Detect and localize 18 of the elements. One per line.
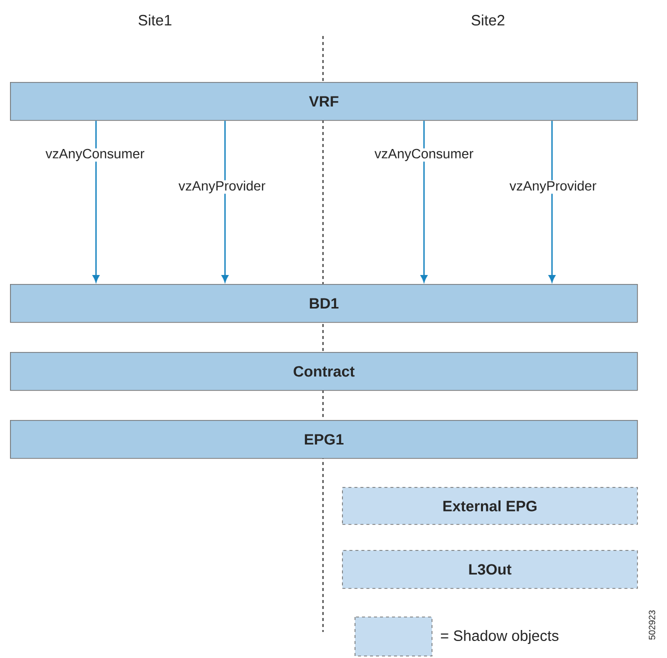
arrow [222,120,228,282]
edge-label: vzAnyProvider [178,180,266,194]
edge-label: vzAnyConsumer [45,148,146,162]
site-label: Site2 [472,14,504,26]
shadow-object-box: External EPG [342,487,638,525]
arrow [420,120,428,282]
shadow-object-box: L3Out [342,550,638,589]
figure-number: 502923 [648,610,656,640]
edge-label: vzAnyProvider [508,180,598,194]
legend-text: = Shadow objects [440,630,558,644]
arrow [92,120,100,282]
arrow [548,120,556,282]
edge-label: vzAnyConsumer [374,148,474,162]
object-bar: EPG1 [10,420,638,459]
object-bar: BD1 [10,284,638,323]
object-bar: Contract [10,352,638,391]
object-bar: VRF [10,82,638,121]
site-label: Site1 [138,14,172,26]
